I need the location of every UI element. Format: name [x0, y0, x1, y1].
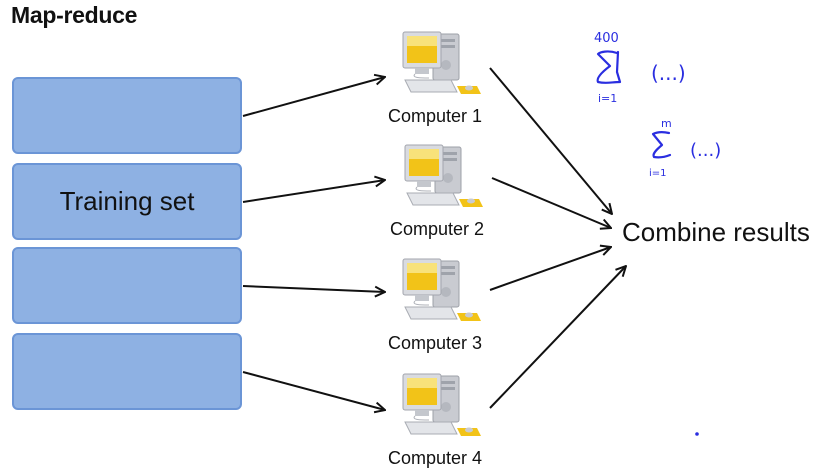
computer-4: Computer 4	[375, 372, 495, 469]
sigma-icon	[596, 50, 622, 84]
computer-4-label: Computer 4	[387, 448, 483, 468]
computer-3: Computer 3	[375, 257, 495, 354]
computer-3-label: Computer 3	[387, 333, 483, 353]
arrow-computer4-to-combine	[489, 266, 626, 409]
sum1-body: (...)	[651, 61, 686, 85]
data-partition-4	[12, 333, 242, 410]
computer-2-label: Computer 2	[389, 219, 485, 239]
sum1-upper-limit: 400	[594, 31, 619, 46]
arrow-partition4-to-computer4	[242, 371, 385, 410]
arrow-computer2-to-combine	[491, 177, 611, 228]
handwritten-sum-400: 400 i=1 (...)	[594, 31, 686, 105]
sigma-icon	[651, 131, 672, 159]
slide-title: Map-reduce	[11, 2, 138, 28]
data-partition-3	[12, 247, 242, 324]
arrow-partition3-to-computer3	[242, 285, 385, 292]
arrow-computer3-to-combine	[489, 247, 611, 291]
data-partition-1	[12, 77, 242, 154]
sum2-upper-limit: m	[661, 117, 672, 130]
arrow-partition2-to-computer2	[242, 180, 385, 203]
computer-1-label: Computer 1	[387, 106, 483, 126]
pen-dot	[695, 432, 699, 436]
data-partition-2: Training set	[12, 163, 242, 240]
arrow-computer1-to-combine	[489, 67, 612, 214]
handwritten-sum-m: m i=1 (...)	[649, 117, 721, 179]
combine-results-label: Combine results	[622, 217, 810, 247]
sum2-lower-limit: i=1	[649, 168, 667, 179]
computer-2: Computer 2	[377, 143, 497, 240]
arrow-partition1-to-computer1	[242, 77, 385, 117]
training-set-label: Training set	[59, 186, 195, 216]
sum2-body: (...)	[690, 140, 721, 161]
computer-1: Computer 1	[375, 30, 495, 127]
sum1-lower-limit: i=1	[598, 92, 617, 105]
